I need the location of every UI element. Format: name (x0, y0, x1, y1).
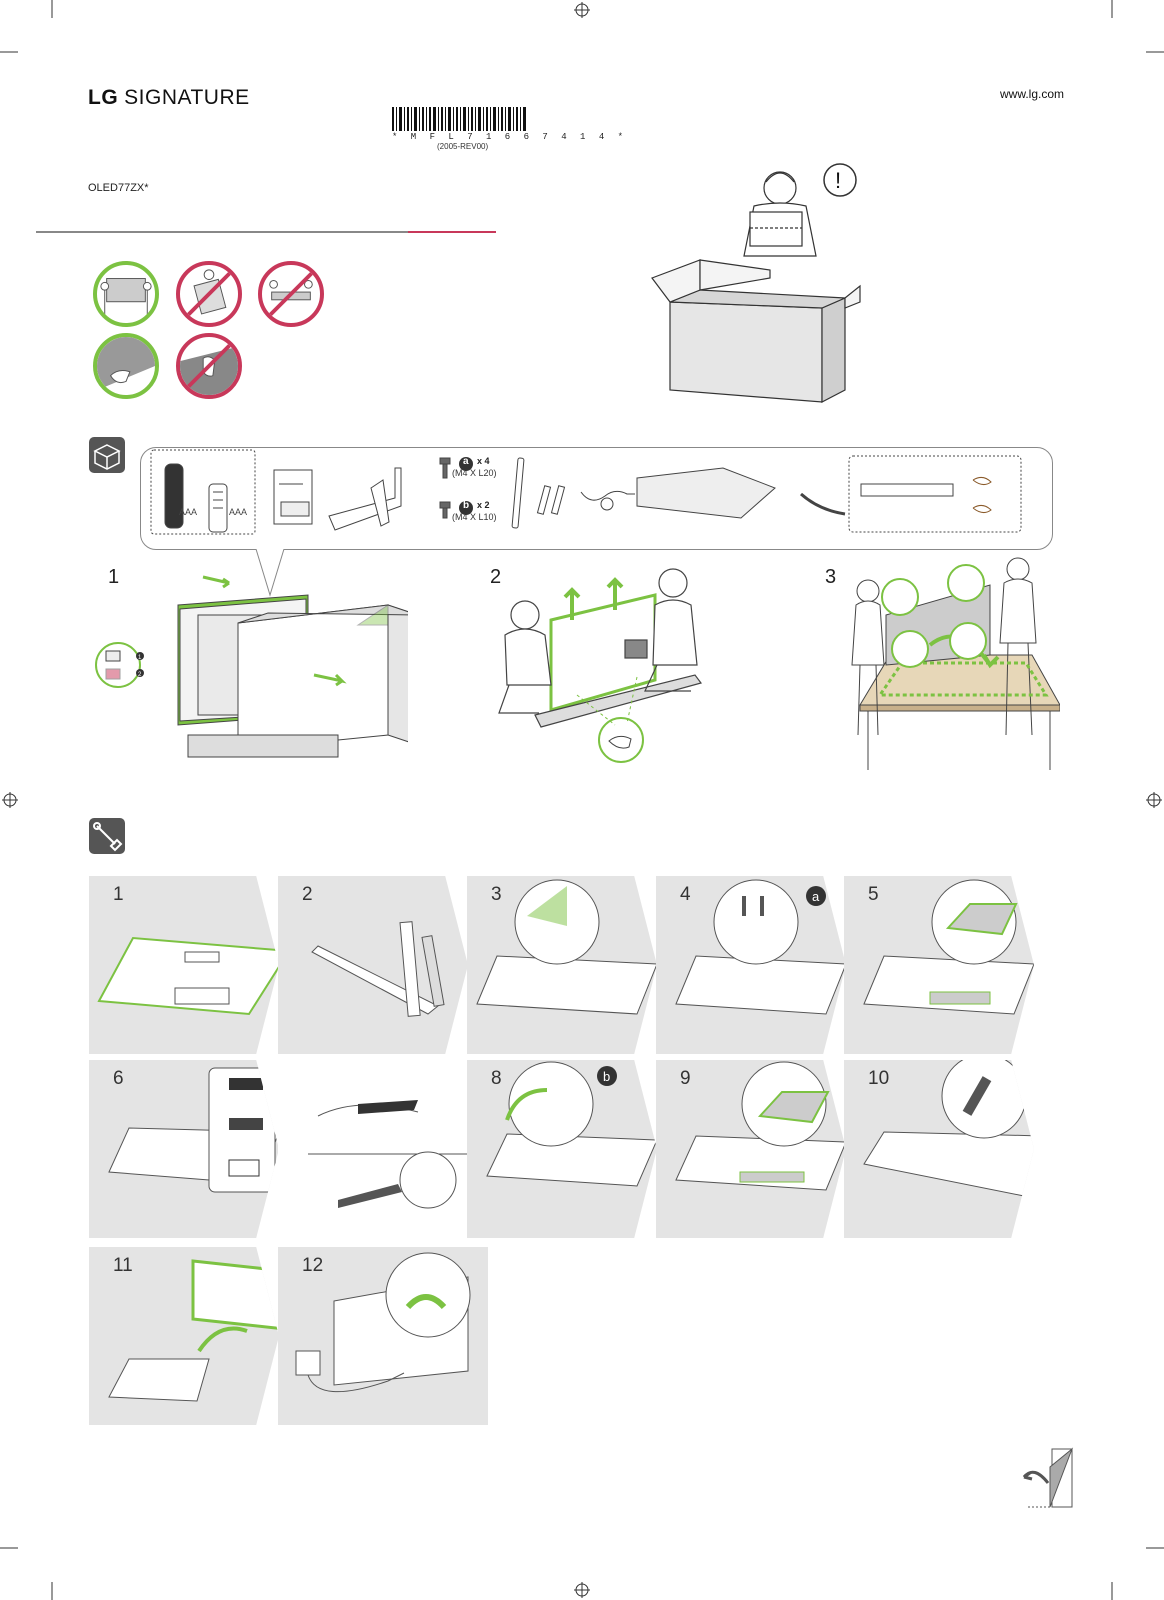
screw-b-callout: b (603, 1069, 610, 1084)
unpack-step-1-illustration: 1 2 (95, 575, 408, 758)
assembly-step-5: 5 (844, 876, 1034, 1054)
assembly-step-10: 10 (844, 1060, 1034, 1238)
accessories-illustrations (150, 449, 1022, 535)
unpack-step-3-number: 3 (825, 566, 837, 588)
assembly-step-1: 1 (89, 876, 279, 1054)
unboxing-warning-illustration: ! (651, 163, 861, 403)
screw-b-spec: (M4 X L10) (452, 512, 497, 522)
step-number: 6 (113, 1068, 124, 1089)
barcode-revision: (2005-REV00) (437, 142, 489, 151)
callout-2: 2 (138, 672, 142, 678)
accessories-panel: AAA AAA a x 4 (M4 X L20) b x 2 (M4 X L10… (140, 447, 1053, 550)
box-contents-icon (89, 437, 125, 473)
stand-body-icon (328, 467, 402, 531)
power-cable-icon (580, 490, 635, 501)
assembly-step-2: 2 (278, 876, 468, 1054)
unpack-step-2-number: 2 (490, 566, 502, 588)
assembly-step-11: 11 (89, 1247, 279, 1425)
screw-b-badge (459, 501, 473, 515)
press-screen-prohibited-icon (176, 333, 242, 399)
cable-holder-icon (536, 485, 552, 515)
unpack-step-3-illustration (851, 557, 1060, 770)
callout-1: 1 (138, 655, 142, 661)
assembly-step-4: 4 a (656, 876, 846, 1054)
stand-column-icon (511, 457, 525, 529)
step-number: 12 (302, 1255, 324, 1276)
unpack-step-1-number: 1 (108, 566, 120, 588)
screw-a-badge (459, 457, 473, 471)
step-number: 9 (680, 1068, 691, 1089)
assembly-tool-icon (89, 818, 125, 854)
step-number: 8 (491, 1068, 502, 1089)
assembly-step-8: 8 b (467, 1060, 657, 1238)
panel-pointer (255, 549, 285, 597)
svg-text:!: ! (835, 168, 841, 193)
cable-cover-icon (800, 492, 846, 516)
assembly-step-9: 9 (656, 1060, 846, 1238)
header-divider-accent (408, 231, 496, 233)
ir-blaster-icon (972, 476, 992, 486)
screw-b-letter: b (463, 500, 470, 511)
warning-bubble-icon (823, 163, 857, 197)
hold-frame-ok-icon (93, 333, 159, 399)
carry-upright-ok-icon (93, 261, 159, 327)
step-number: 3 (491, 884, 502, 905)
cover-box-icon (636, 467, 776, 519)
screw-a-spec: (M4 X L20) (452, 468, 497, 478)
screw-b-count: x 2 (477, 500, 490, 510)
screw-a-callout: a (812, 889, 820, 904)
carry-flat-prohibited-icon (176, 261, 242, 327)
assembly-step-6: 6 (89, 1060, 279, 1238)
step-number: 11 (113, 1255, 133, 1276)
unpack-step-2-illustration (498, 568, 703, 763)
battery-label-1: AAA (179, 507, 198, 517)
carry-face-down-prohibited-icon (258, 261, 324, 327)
header-divider (36, 231, 408, 233)
assembly-step-7: 7 (278, 1060, 468, 1238)
model-number: OLED77ZX* (88, 182, 149, 194)
assembly-step-12: 12 (278, 1247, 488, 1425)
step-number: 5 (868, 884, 879, 905)
step-number: 10 (868, 1068, 890, 1089)
turn-page-icon (1022, 1447, 1074, 1508)
step-number: 1 (113, 884, 124, 905)
step-number: 2 (302, 884, 313, 905)
barcode (392, 107, 526, 131)
screw-a-letter: a (463, 456, 469, 467)
magic-remote-icon (164, 463, 184, 529)
assembly-step-3: 3 (467, 876, 657, 1054)
step-number: 4 (680, 884, 691, 905)
screw-a-count: x 4 (477, 456, 490, 466)
barcode-number: * M F L 7 1 6 6 7 4 1 4 * (392, 132, 628, 142)
wall-bracket-icon (860, 483, 954, 497)
battery-label-2: AAA (229, 507, 248, 517)
website-url: www.lg.com (1000, 87, 1065, 101)
